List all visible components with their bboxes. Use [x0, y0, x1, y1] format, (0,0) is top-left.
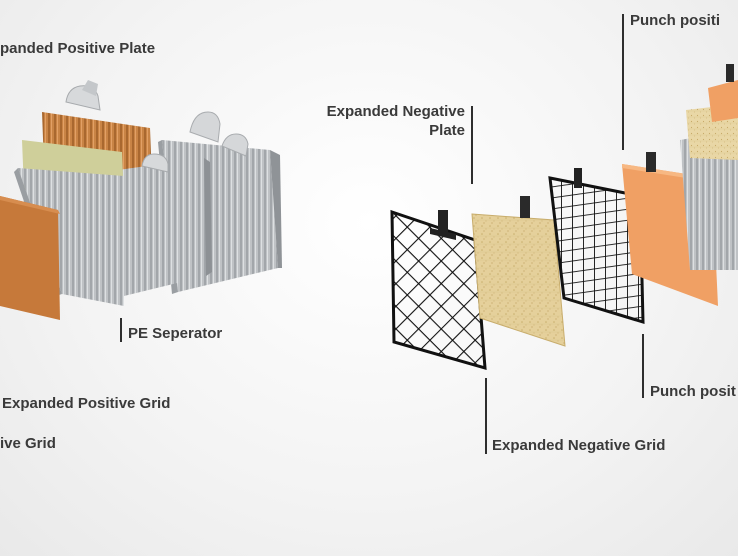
label-expanded-negative-plate-line1: Expanded Negative [326, 103, 465, 120]
label-expanded-negative-plate-line2: Plate [429, 122, 465, 139]
front-positive-plate [0, 196, 60, 320]
label-expanded-positive-plate: panded Positive Plate [0, 40, 156, 57]
label-expanded-negative-plate: Expanded Negative Plate [300, 102, 465, 140]
label-expanded-negative-grid: Expanded Negative Grid [492, 437, 666, 454]
right-battery-assembly [390, 64, 738, 371]
leader-line-expanded-negative-plate [471, 106, 473, 184]
label-expanded-positive-grid: Expanded Positive Grid [2, 395, 171, 412]
label-pe-separator: PE Seperator [128, 325, 223, 342]
label-negative-grid-left: ive Grid [0, 435, 56, 452]
left-battery-assembly [0, 80, 282, 320]
separator-stack-right [680, 130, 738, 270]
leader-line-pe-separator [120, 318, 122, 342]
expanded-negative-grid [390, 209, 487, 371]
lug-terminal-rear [189, 111, 249, 157]
lug-terminal-top [65, 80, 101, 111]
leader-line-punch-positive-bottom [642, 334, 644, 398]
label-punch-positive-top: Punch positi [630, 12, 720, 29]
positive-plate-stack-right [708, 64, 738, 122]
leader-line-punch-positive-top [622, 14, 624, 150]
label-punch-positive-bottom: Punch posit [650, 383, 736, 400]
expanded-negative-plate [471, 196, 566, 347]
separator-stack-middle [118, 158, 212, 296]
punch-negative-grid [548, 168, 645, 325]
leader-line-expanded-negative-grid [485, 378, 487, 454]
lug-terminal-middle [141, 153, 169, 173]
